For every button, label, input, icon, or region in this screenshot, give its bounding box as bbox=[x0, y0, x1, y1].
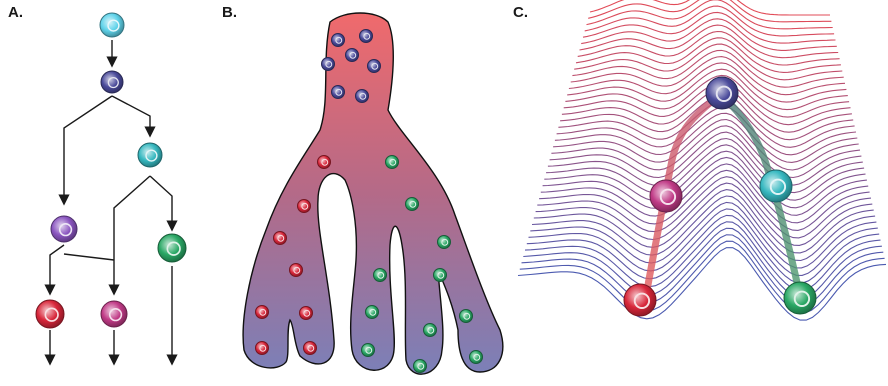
tissue-cell-green bbox=[366, 306, 379, 319]
connector-purple-to-magenta bbox=[64, 254, 114, 260]
tissue-cell-green bbox=[374, 269, 387, 282]
green-cell bbox=[158, 234, 186, 262]
intermediate-cell bbox=[138, 143, 162, 167]
contour-line bbox=[581, 19, 837, 51]
landscape-diagram bbox=[518, 0, 886, 320]
tissue-cell-green bbox=[424, 324, 437, 337]
tissue-cell-green bbox=[406, 198, 419, 211]
landscape-progenitor-ball bbox=[706, 77, 738, 109]
tissue-cell-green bbox=[386, 156, 399, 169]
contour-line bbox=[587, 0, 833, 29]
tissue-cell-progenitor bbox=[360, 30, 373, 43]
contour-line bbox=[546, 145, 864, 200]
landscape-intermediate-ball bbox=[760, 170, 792, 202]
arrow-intermediate-to-green bbox=[150, 176, 172, 226]
arrow-progenitor-to-intermediate bbox=[112, 96, 150, 132]
contour-line bbox=[543, 158, 867, 216]
landscape-red-ball bbox=[624, 284, 656, 316]
red-cell bbox=[36, 300, 64, 328]
contour-line bbox=[574, 44, 842, 80]
tissue-cell-green bbox=[438, 236, 451, 249]
tissue-cell-progenitor bbox=[332, 34, 345, 47]
contour-line bbox=[548, 139, 863, 193]
landscape-magenta-ball bbox=[650, 180, 682, 212]
tissue-cell-progenitor bbox=[322, 58, 335, 71]
landscape-surface bbox=[518, 0, 886, 320]
tissue-cell-red bbox=[290, 264, 303, 277]
lineage-tree bbox=[36, 13, 186, 360]
tissue-cell-red bbox=[318, 156, 331, 169]
tissue-cell-progenitor bbox=[332, 86, 345, 99]
landscape-green-ball bbox=[784, 282, 816, 314]
tissue-cell-green bbox=[470, 351, 483, 364]
contour-line bbox=[583, 12, 836, 43]
tissue-cell-progenitor bbox=[356, 90, 369, 103]
tissue-diagram bbox=[243, 13, 503, 374]
tissue-cell-progenitor bbox=[346, 49, 359, 62]
tissue-cell-green bbox=[414, 360, 427, 373]
tissue-cell-green bbox=[460, 310, 473, 323]
contour-line bbox=[544, 151, 865, 208]
tissue-cell-red bbox=[256, 342, 269, 355]
tissue-cell-red bbox=[298, 200, 311, 213]
tissue-cell-green bbox=[434, 269, 447, 282]
progenitor-cell bbox=[101, 71, 123, 93]
tissue-cell-red bbox=[304, 342, 317, 355]
tissue-cell-red bbox=[274, 232, 287, 245]
arrow-intermediate-to-magenta bbox=[114, 176, 150, 290]
tissue-cell-green bbox=[362, 344, 375, 357]
arrow-progenitor-to-purple bbox=[64, 96, 112, 200]
arrow-purple-to-red bbox=[50, 245, 64, 290]
landscape-cells bbox=[624, 77, 816, 316]
tissue-cell-progenitor bbox=[368, 60, 381, 73]
stem-cell bbox=[100, 13, 124, 37]
tissue-cell-red bbox=[256, 306, 269, 319]
tree-cells bbox=[36, 13, 186, 328]
tissue-cell-red bbox=[300, 307, 313, 320]
purple-cell bbox=[51, 216, 77, 242]
contour-line bbox=[541, 164, 868, 223]
magenta-cell bbox=[101, 301, 127, 327]
